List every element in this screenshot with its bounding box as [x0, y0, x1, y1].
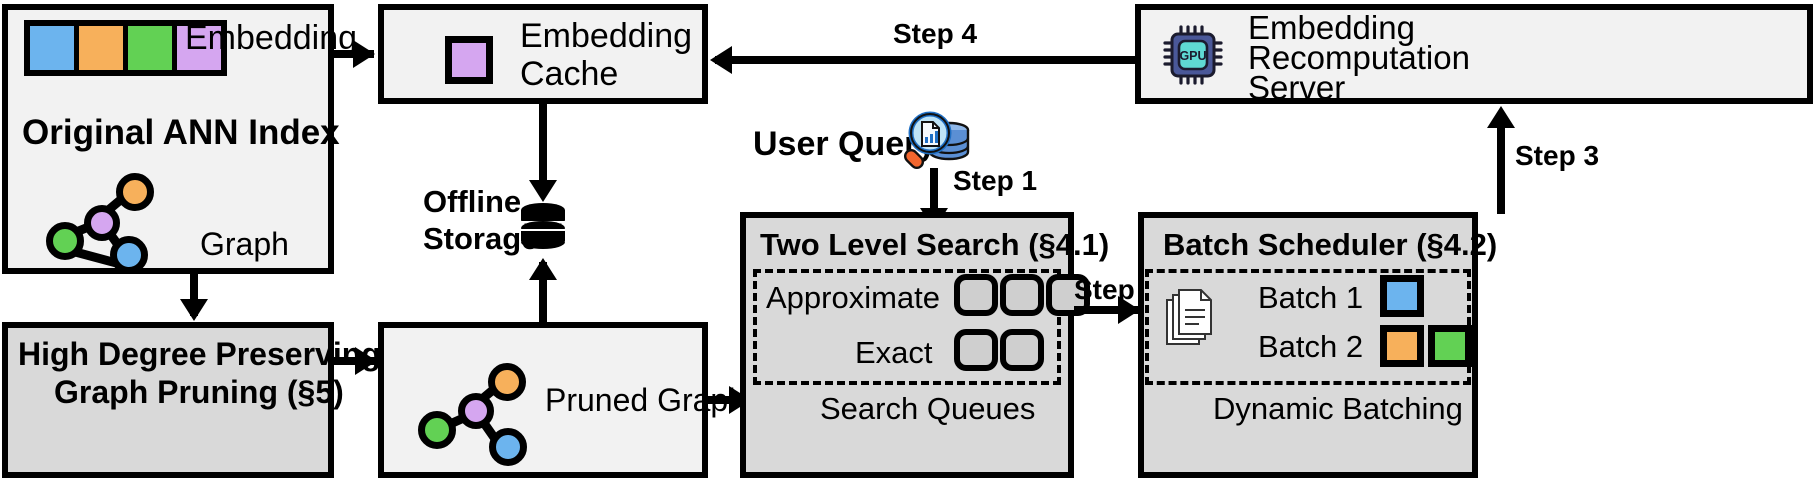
exact-row-label: Exact [855, 335, 933, 370]
original-ann-index-title: Original ANN Index [22, 113, 340, 152]
approximate-slot-1 [954, 274, 998, 316]
approximate-row-label: Approximate [766, 280, 941, 315]
embedding-cache-box [378, 4, 708, 104]
arrow-step3-line [1497, 114, 1505, 214]
arrow-index-to-cache-head [353, 40, 375, 68]
recomputation-server-title-line3: Server [1248, 69, 1346, 106]
recomputation-server-box [1135, 4, 1813, 104]
pruned-graph-box [378, 322, 708, 478]
arrow-step2-head [1118, 296, 1140, 324]
arrow-index-to-pruning-head [180, 299, 208, 321]
arrow-step1-line [930, 168, 938, 222]
batch-2-swatch-orange [1380, 325, 1424, 367]
pruned-node-blue [489, 428, 527, 466]
approximate-slot-2 [1000, 274, 1044, 316]
search-queues-dashed-region [753, 269, 1061, 385]
embedding-swatch-orange [79, 26, 123, 70]
arrow-cache-to-storage-head [529, 180, 557, 202]
arrow-step4-line [715, 56, 1135, 64]
recomputation-server-title-line1: Embedding [1248, 9, 1415, 46]
embedding-cache-title-line1: Embedding [520, 17, 693, 55]
embedding-swatch-blue [30, 26, 74, 70]
arrow-pruned-to-storage-line [539, 262, 547, 322]
database-cylinder-icon [519, 202, 567, 254]
batch-1-label: Batch 1 [1258, 280, 1364, 315]
arrow-step4-head [710, 46, 732, 74]
step3-label: Step 3 [1515, 140, 1600, 171]
batch-2-label: Batch 2 [1258, 329, 1364, 364]
graph-pruning-box [2, 322, 334, 478]
arrow-pruned-to-storage-head [529, 258, 557, 280]
graph-node-purple [84, 205, 120, 241]
graph-label: Graph [200, 226, 289, 262]
exact-slot-1 [954, 329, 998, 371]
pruned-node-green [418, 411, 456, 449]
pruned-node-orange [488, 363, 526, 401]
graph-node-orange [116, 173, 154, 211]
search-queues-footer: Search Queues [820, 391, 1036, 426]
embedding-swatch-green [128, 26, 172, 70]
svg-text:GPU: GPU [1179, 49, 1206, 63]
dynamic-batching-footer: Dynamic Batching [1213, 391, 1463, 426]
arrow-step3-head [1487, 106, 1515, 128]
arrow-cache-to-storage-line [539, 104, 547, 194]
documents-stack-icon [1165, 288, 1217, 350]
exact-slot-2 [1000, 329, 1044, 371]
batch-2-swatch-green [1428, 325, 1472, 367]
offline-storage-label-line2: Storage [423, 221, 539, 256]
pruned-graph-label: Pruned Graph [545, 382, 747, 418]
embedding-label: Embedding [185, 19, 358, 57]
graph-node-green [46, 222, 84, 260]
graph-pruning-title-line2: Graph Pruning (§5) [54, 374, 344, 410]
arrow-index-to-pruning-line [190, 274, 198, 316]
batch-scheduler-title: Batch Scheduler (§4.2) [1163, 227, 1498, 262]
embedding-swatch-purple [177, 26, 221, 70]
graph-node-blue [110, 236, 148, 274]
embedding-cache-swatch [445, 36, 493, 84]
graph-pruning-title-line1: High Degree Preserving [18, 336, 381, 372]
pruned-node-purple [458, 393, 494, 429]
step4-label: Step 4 [893, 18, 978, 49]
embedding-swatch-strip [24, 20, 227, 76]
offline-storage-label-line1: Offline [423, 184, 522, 219]
arrow-step2-line [1074, 306, 1140, 314]
two-level-search-title: Two Level Search (§4.1) [760, 227, 1110, 262]
recomputation-server-title-line2: Recomputation [1248, 39, 1470, 76]
gpu-chip-icon: GPU [1163, 25, 1223, 85]
arrow-pruning-to-pruned-head [355, 347, 377, 375]
step1-label: Step 1 [953, 165, 1038, 196]
search-database-icon [902, 108, 972, 174]
batch-1-swatch-blue [1380, 275, 1424, 317]
embedding-cache-title-line2: Cache [520, 55, 619, 93]
